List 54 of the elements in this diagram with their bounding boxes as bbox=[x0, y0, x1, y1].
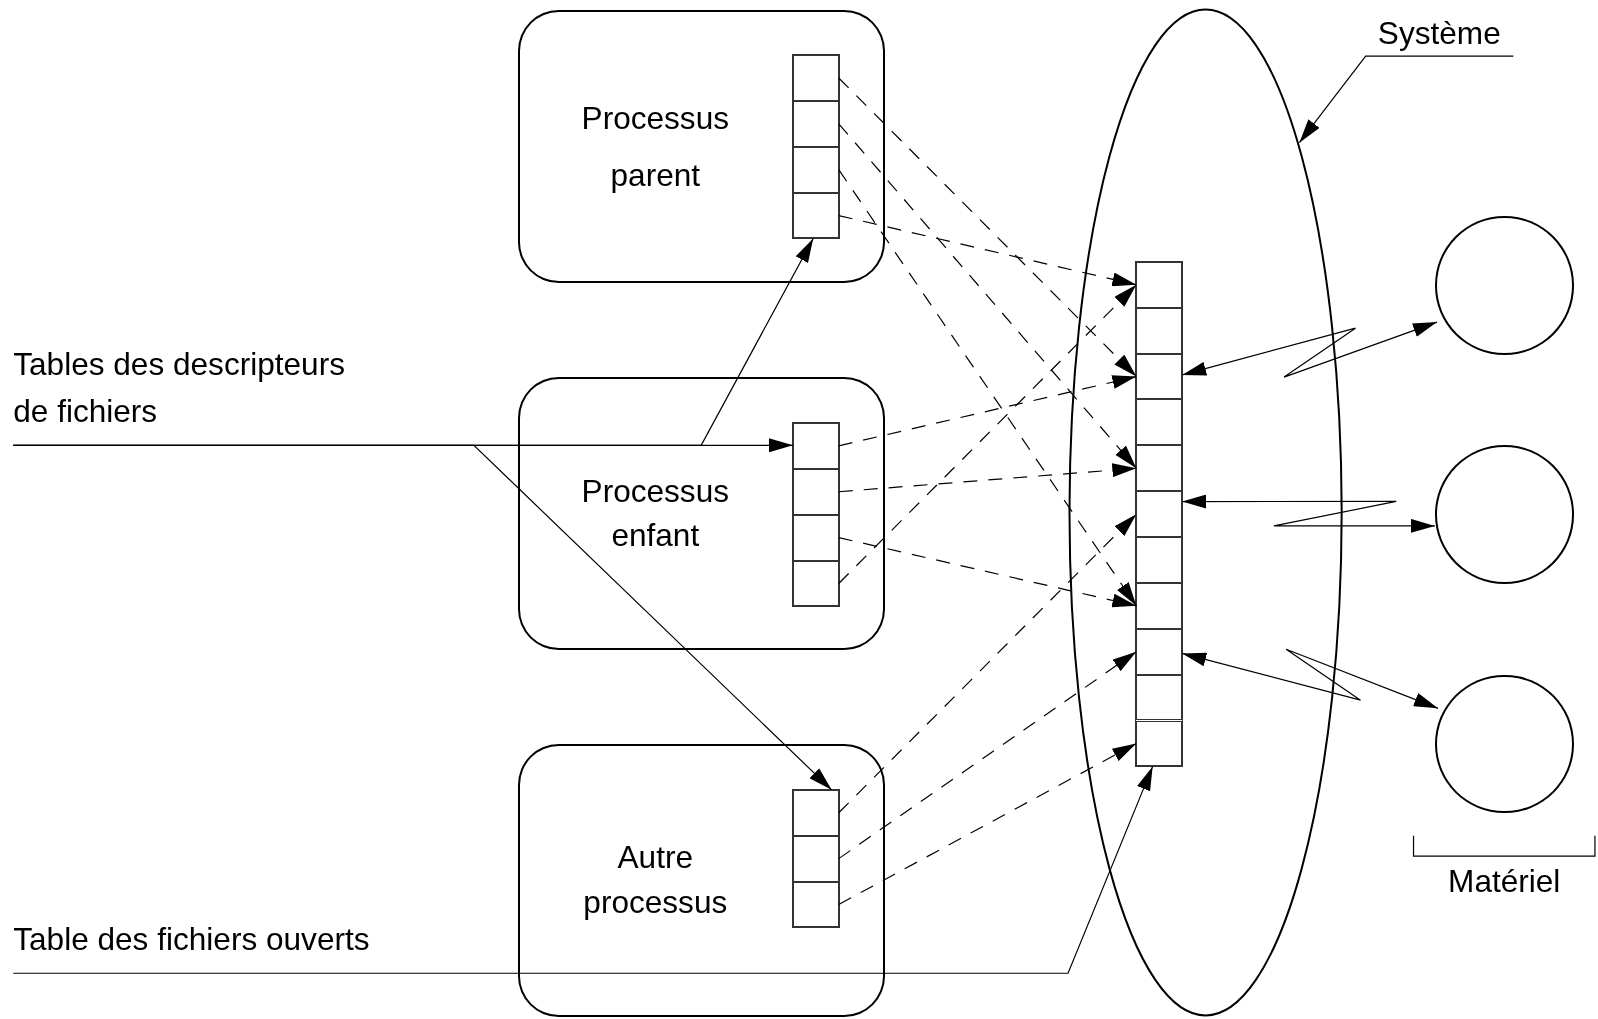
process-box bbox=[517, 377, 885, 651]
table-cell bbox=[1136, 399, 1183, 446]
table-cell bbox=[1136, 720, 1183, 767]
table-cell bbox=[792, 100, 839, 147]
dashed-arrow bbox=[838, 742, 1137, 906]
process-label: Autre processus bbox=[582, 837, 729, 923]
dashed-arrow bbox=[838, 537, 1137, 608]
table-cell bbox=[792, 835, 839, 882]
dashed-arrow bbox=[838, 169, 1137, 607]
table-cell bbox=[792, 422, 839, 469]
table-cell bbox=[1136, 674, 1183, 721]
group-label: Matériel bbox=[1447, 862, 1562, 902]
process-label: Processus parent bbox=[580, 98, 730, 195]
annotation-text: Système bbox=[1377, 14, 1502, 54]
table-cell bbox=[792, 560, 839, 607]
process-box bbox=[517, 10, 885, 284]
table-cell bbox=[792, 514, 839, 561]
dashed-arrow bbox=[838, 123, 1137, 469]
table-cell bbox=[792, 146, 839, 193]
table-cell bbox=[792, 789, 839, 836]
process-label: Processus enfant bbox=[580, 471, 730, 556]
dashed-arrow bbox=[838, 284, 1137, 585]
table-cell bbox=[1136, 582, 1183, 629]
dashed-arrow bbox=[838, 375, 1137, 447]
table-cell bbox=[1136, 445, 1183, 492]
arrow bbox=[12, 765, 1154, 974]
table-cell bbox=[792, 192, 839, 239]
table-cell bbox=[1136, 491, 1183, 538]
ellipse-outline bbox=[1068, 8, 1344, 1018]
leader-line bbox=[1298, 55, 1514, 144]
annotation-text: Table des fichiers ouverts bbox=[13, 920, 371, 960]
table-cell bbox=[792, 468, 839, 515]
dashed-arrow bbox=[838, 214, 1137, 287]
table-cell bbox=[792, 55, 839, 101]
table bbox=[792, 422, 839, 607]
arrow bbox=[1181, 494, 1436, 533]
dashed-arrow bbox=[838, 513, 1137, 814]
table bbox=[1136, 261, 1183, 767]
table-cell bbox=[1136, 261, 1183, 308]
table-cell bbox=[792, 881, 839, 928]
table-cell bbox=[1136, 537, 1183, 583]
annotation-text: Tables des descripteurs de fichiers bbox=[13, 345, 346, 432]
dashed-arrow bbox=[838, 463, 1137, 493]
table bbox=[792, 55, 839, 239]
process-box bbox=[517, 743, 885, 1018]
dashed-arrow bbox=[838, 651, 1137, 860]
arrow bbox=[12, 444, 833, 791]
table-cell bbox=[1136, 307, 1183, 354]
table bbox=[792, 789, 839, 928]
table-cell bbox=[1136, 628, 1183, 675]
arrow bbox=[1181, 321, 1438, 378]
arrow bbox=[1181, 648, 1439, 709]
table-cell bbox=[1136, 353, 1183, 400]
dashed-arrow bbox=[838, 77, 1137, 378]
